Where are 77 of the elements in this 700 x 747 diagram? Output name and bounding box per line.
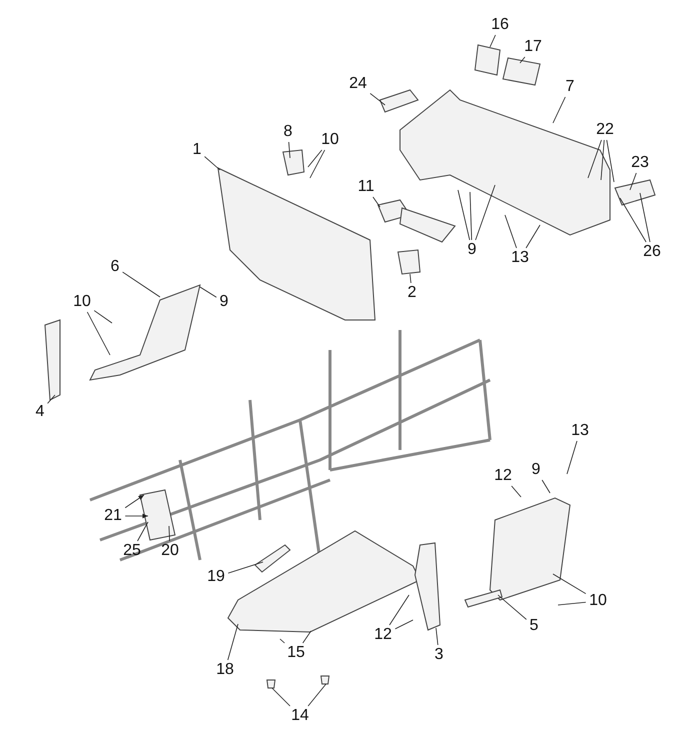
- callout-number: 10: [73, 294, 91, 310]
- callout-number: 20: [161, 543, 179, 559]
- callout-number: 15: [287, 645, 305, 661]
- leader-line: [308, 150, 322, 168]
- leader-line: [124, 494, 144, 508]
- leader-line: [137, 522, 148, 542]
- leader-line: [552, 96, 566, 124]
- leader-line: [310, 150, 326, 178]
- callout-number: 23: [631, 155, 649, 171]
- callout-number: 12: [374, 627, 392, 643]
- leader-line: [640, 192, 650, 242]
- leader-line: [526, 224, 540, 248]
- leader-line: [490, 34, 496, 48]
- callout-number: 14: [291, 708, 309, 724]
- leader-line: [630, 172, 637, 190]
- callout-number: 6: [110, 259, 120, 275]
- leader-line: [94, 310, 112, 324]
- callout-number: 22: [596, 122, 614, 138]
- leader-line: [458, 190, 470, 240]
- callout-number: 10: [589, 593, 607, 609]
- leader-line: [620, 198, 646, 242]
- leader-line: [227, 624, 238, 660]
- callout-number: 10: [321, 132, 339, 148]
- leader-line: [504, 214, 517, 248]
- leader-line: [566, 440, 578, 474]
- leader-line: [124, 514, 148, 518]
- leader-line: [511, 486, 522, 498]
- leader-line: [302, 630, 312, 644]
- callout-number: 2: [408, 285, 416, 301]
- leader-line: [370, 93, 386, 106]
- leader-line: [394, 620, 414, 630]
- leader-line: [606, 140, 614, 182]
- callout-number: 17: [524, 39, 542, 55]
- callout-number: 26: [643, 244, 661, 260]
- leader-line: [122, 272, 160, 298]
- callout-number: 1: [192, 142, 202, 158]
- leader-line: [168, 526, 170, 542]
- leader-line: [470, 192, 472, 240]
- leader-line: [272, 688, 290, 706]
- leader-line: [520, 56, 526, 64]
- callout-number: 25: [123, 543, 141, 559]
- leader-line: [200, 286, 217, 298]
- callout-number: 21: [104, 508, 122, 524]
- leader-line: [558, 602, 586, 606]
- callout-number: 3: [434, 647, 444, 663]
- leader-line: [600, 140, 605, 180]
- callout-number: 7: [566, 79, 574, 95]
- leader-line: [436, 628, 438, 646]
- leader-line: [389, 594, 410, 626]
- callout-number: 8: [284, 124, 292, 140]
- callout-number: 11: [358, 179, 374, 195]
- leader-line: [86, 312, 110, 356]
- leader-line: [280, 638, 285, 644]
- callout-number: 12: [494, 468, 512, 484]
- leader-line: [475, 184, 496, 240]
- callout-number: 4: [36, 404, 44, 420]
- callout-number: 24: [349, 76, 367, 92]
- leader-line: [288, 142, 290, 158]
- callout-number: 9: [468, 242, 476, 258]
- leader-line: [588, 140, 602, 178]
- callout-number: 13: [511, 250, 529, 266]
- callout-number: 5: [530, 618, 538, 634]
- leader-line: [228, 562, 264, 574]
- leader-line: [308, 684, 326, 706]
- leader-line: [498, 594, 527, 620]
- leader-line: [410, 274, 412, 284]
- callout-number: 9: [532, 462, 540, 478]
- leader-line: [204, 156, 220, 170]
- leader-line: [542, 480, 550, 494]
- callout-number: 18: [216, 662, 234, 678]
- callout-number: 19: [207, 569, 225, 585]
- callout-number: 16: [491, 17, 509, 33]
- callout-number: 13: [571, 423, 589, 439]
- leader-line: [47, 394, 56, 404]
- callout-number: 9: [220, 294, 228, 310]
- leader-line: [372, 196, 380, 208]
- leader-line: [552, 574, 586, 594]
